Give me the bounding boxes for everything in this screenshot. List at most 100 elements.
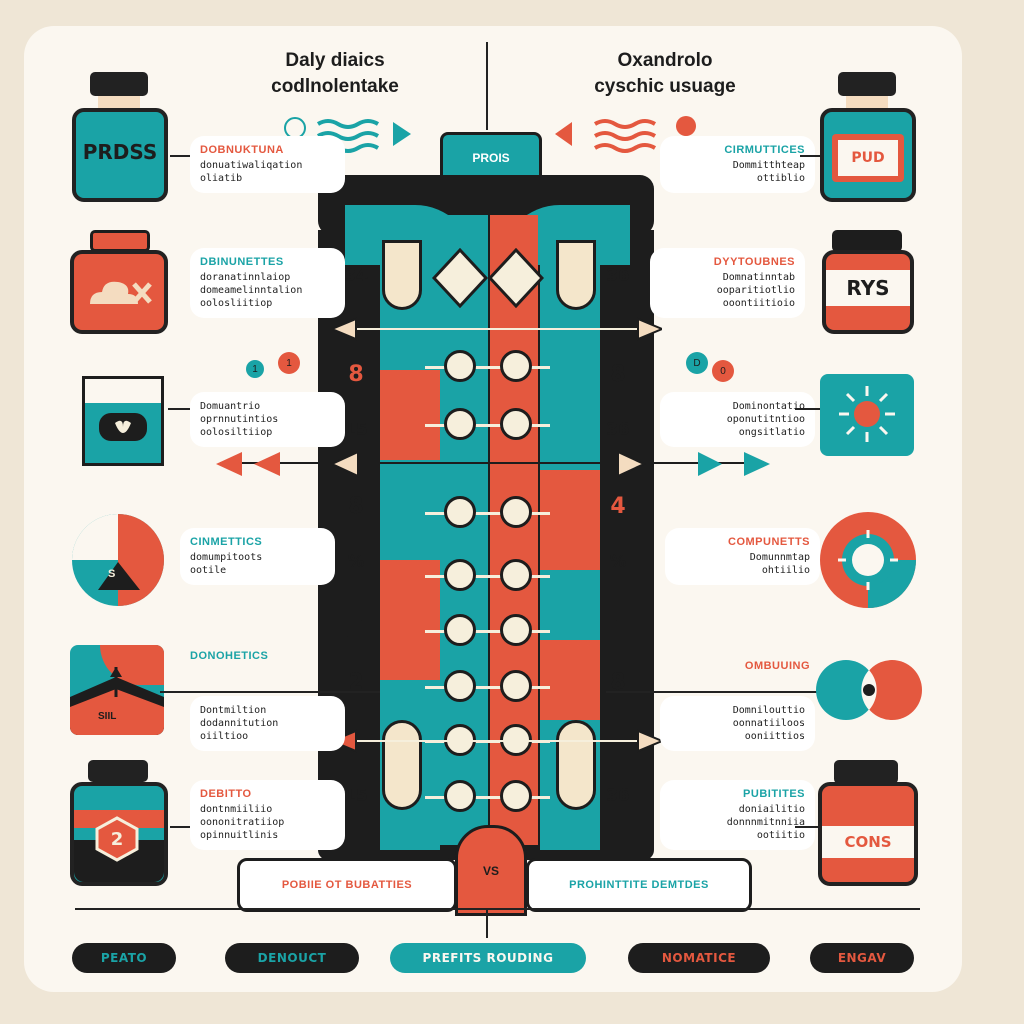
arrow-line-1 (340, 328, 640, 330)
heading: PUBITITES (743, 788, 805, 800)
right-wave-icon (555, 116, 696, 153)
button-denouct[interactable]: DENOUCT (225, 943, 359, 973)
line: ooparitiotlio (716, 285, 795, 296)
node-left-1 (444, 350, 476, 382)
right-jar-2: RYS (822, 230, 922, 336)
jar-neck (846, 96, 888, 110)
right-title-line2: cyschic usuage (594, 76, 736, 97)
arrow-heads-1-icon (332, 317, 662, 341)
left-banner: POBIIE OT BUBATTIES (237, 858, 457, 912)
button-peato[interactable]: PEATO (72, 943, 176, 973)
right-text-5: Domnilouttio oonnatiiloos ooniittios (660, 696, 815, 751)
left-column-red-1 (380, 370, 440, 460)
right-banner-text: PROHINTTITE DEMTDES (569, 879, 709, 891)
connector (170, 155, 195, 157)
rung-4 (425, 575, 550, 578)
line: ongsitlatio (738, 427, 805, 438)
button-engav[interactable]: ENGAV (810, 943, 914, 973)
bottom-right-capsule (556, 720, 596, 810)
line: ooniittios (744, 731, 805, 742)
jar-lid (838, 72, 896, 96)
connector (160, 691, 380, 693)
line: dontnmiiliio (200, 804, 273, 815)
line: Dominontatio (732, 401, 805, 412)
line: Domunnmtap (749, 552, 810, 563)
left-number-2: 8 (348, 362, 364, 387)
line: oolosliitiop (200, 298, 273, 309)
line: oonnatiiloos (732, 718, 805, 729)
left-text-3: Domuantrio oprnnutintios oolosiltiiop (190, 392, 345, 447)
node-left-4 (444, 559, 476, 591)
jar-lid (832, 230, 902, 252)
left-mountain-box: SIIL (70, 645, 164, 735)
right-title: Oxandrolo cyschic usuage (565, 48, 765, 100)
left-number-7: 15 (344, 786, 368, 806)
jar-lid (90, 230, 150, 252)
left-wave-icon (284, 117, 411, 153)
line: donuatiwaliqation (200, 160, 303, 171)
right-text-6: PUBITITES doniailitio donnnmitnniia ooti… (660, 780, 815, 850)
node-left-6 (444, 670, 476, 702)
heading: DOBNUKTUNA (200, 144, 284, 156)
node-right-6 (500, 670, 532, 702)
line: ottiblio (756, 173, 805, 184)
box-label: SIIL (98, 711, 117, 722)
left-box-3 (82, 376, 164, 466)
line: ootile (190, 565, 227, 576)
left-jar-2 (70, 230, 170, 335)
left-chevron-icon (342, 600, 367, 640)
right-column-red-2 (540, 640, 600, 720)
node-left-2 (444, 408, 476, 440)
heading: CINMETTICS (190, 536, 263, 548)
line: Domuantrio (200, 401, 261, 412)
line: oolosiltiiop (200, 427, 273, 438)
hexagon-icon (95, 816, 139, 862)
button-nomatice[interactable]: NOMATICE (628, 943, 770, 973)
left-title-line2: codlnolentake (271, 76, 399, 97)
line: Dontmiltion (200, 705, 267, 716)
right-badge-2: 0 (712, 360, 734, 382)
bottom-tick (486, 908, 488, 938)
right-jar-6: CONS (818, 760, 918, 886)
rung-1 (425, 366, 550, 369)
left-banner-text: POBIIE OT BUBATTIES (281, 879, 413, 891)
left-column-red-2 (380, 560, 440, 680)
right-column-red-1 (540, 470, 600, 570)
center-divider (488, 178, 490, 868)
right-number-7: 36 (606, 786, 630, 806)
node-right-2 (500, 408, 532, 440)
rung-5 (425, 630, 550, 633)
left-number-6: 2 (348, 670, 364, 695)
line: domeamelinntalion (200, 285, 303, 296)
right-text-4: COMPUNETTS Domunnmtap ohtiilio (665, 528, 820, 585)
button-prefits-rouding[interactable]: PREFITS ROUDING (390, 943, 586, 973)
right-sun-box (820, 374, 914, 456)
line: doniailitio (738, 804, 805, 815)
heading: DEBITTO (200, 788, 252, 800)
jar-lid (834, 760, 898, 784)
arrow-line-3 (340, 740, 640, 742)
rung-6 (425, 686, 550, 689)
left-text-4: CINMETTICS domumpitoots ootile (180, 528, 335, 585)
left-jar-1: PRDSS (70, 72, 170, 202)
jar-label: PRDSS (78, 130, 162, 174)
jar-lid (90, 72, 148, 96)
left-number-4: 8 (348, 494, 364, 519)
connector (606, 691, 826, 693)
top-left-capsule (382, 240, 422, 310)
line: ohtiilio (761, 565, 810, 576)
line: oiiltioo (200, 731, 249, 742)
right-text-3: Dominontatio oponutitntioo ongsitlatio (660, 392, 815, 447)
bottom-left-capsule (382, 720, 422, 810)
line: ooontiitioio (722, 298, 795, 309)
connector (795, 408, 820, 410)
line: opinnuitlinis (200, 830, 279, 841)
left-jar-6: 2 (70, 760, 170, 886)
node-left-5 (444, 614, 476, 646)
connector (795, 826, 820, 828)
left-number-5: % (347, 552, 365, 572)
line: oliatib (200, 173, 243, 184)
left-title: Daly diaics codlnolentake (245, 48, 425, 100)
connector (168, 408, 193, 410)
diamond-ornament-icon (432, 248, 544, 308)
